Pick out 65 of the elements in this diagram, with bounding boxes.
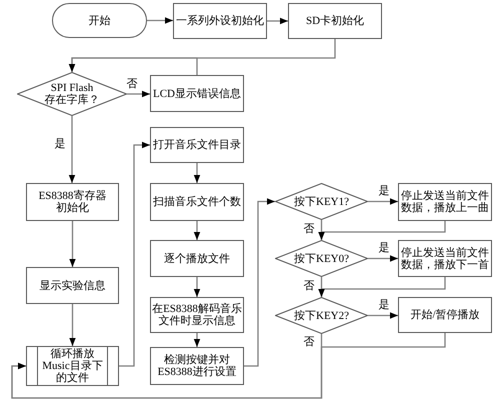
arrow bbox=[194, 277, 200, 297]
arrow bbox=[368, 198, 398, 205]
process-box bbox=[150, 297, 244, 333]
node-label: SD卡初始化 bbox=[306, 15, 364, 27]
edge-label: 否 bbox=[302, 223, 316, 235]
process-box bbox=[26, 183, 119, 221]
node-label: 扫描音乐文件个数 bbox=[153, 196, 241, 208]
decision-diamond bbox=[275, 297, 368, 334]
decision-diamond bbox=[275, 240, 368, 277]
subprocess-box bbox=[26, 346, 119, 386]
arrow bbox=[147, 17, 173, 24]
arrow bbox=[368, 255, 398, 262]
node-label: 检测按键并对ES8388进行设置 bbox=[156, 354, 238, 378]
decision-diamond bbox=[17, 72, 127, 116]
node-label: 一系列外设初始化 bbox=[176, 15, 264, 27]
start-terminal bbox=[52, 3, 147, 38]
edge-label: 否 bbox=[302, 280, 316, 292]
edge-label: 是 bbox=[54, 138, 66, 150]
node-label: 停止发送当前文件数据，播放上一曲 bbox=[400, 190, 490, 214]
arrow bbox=[68, 57, 198, 75]
arrow bbox=[119, 142, 150, 367]
process-box bbox=[150, 347, 244, 385]
edge-label: 是 bbox=[378, 299, 390, 311]
process-box bbox=[150, 183, 244, 221]
node-label: 显示实验信息 bbox=[40, 280, 106, 292]
process-box bbox=[150, 240, 244, 277]
arrow bbox=[11, 333, 446, 399]
process-box bbox=[150, 75, 244, 112]
process-box bbox=[398, 297, 492, 333]
edge-label: 是 bbox=[378, 242, 390, 254]
arrow bbox=[194, 333, 200, 347]
arrow bbox=[194, 221, 200, 240]
node-label: 循环播放Music目录下的文件 bbox=[41, 348, 104, 384]
arrow bbox=[318, 221, 446, 240]
node-label: 停止发送当前文件数据，播放下一首 bbox=[400, 246, 490, 270]
node-label: 在ES8388解码音乐文件时显示信息 bbox=[151, 303, 243, 327]
process-box bbox=[26, 267, 119, 304]
process-box bbox=[150, 127, 244, 163]
arrow bbox=[368, 312, 398, 319]
node-label: 按下KEY0? bbox=[294, 252, 349, 264]
node-label: 按下KEY2? bbox=[294, 310, 349, 322]
node-label: LCD显示错误信息 bbox=[153, 88, 241, 100]
process-box bbox=[398, 183, 492, 221]
node-label: ES8388寄存器初始化 bbox=[38, 190, 108, 214]
node-label: 开始 bbox=[88, 14, 110, 26]
arrow bbox=[244, 198, 275, 367]
edge-label: 否 bbox=[126, 78, 138, 90]
arrow bbox=[127, 90, 150, 98]
arrow bbox=[69, 221, 76, 267]
process-box bbox=[173, 3, 267, 39]
node-label: SPI Flash 存在字库？ bbox=[44, 82, 100, 106]
node-label: 逐个播放文件 bbox=[164, 252, 230, 264]
node-label: 打开音乐文件目录 bbox=[153, 139, 241, 151]
edge-label: 否 bbox=[302, 336, 316, 348]
decision-diamond bbox=[275, 183, 368, 220]
node-label: 开始/暂停播放 bbox=[410, 309, 480, 321]
arrow bbox=[267, 18, 288, 24]
arrow bbox=[194, 163, 200, 183]
arrow bbox=[318, 277, 446, 297]
node-label: 按下KEY1? bbox=[294, 196, 349, 208]
process-box bbox=[398, 240, 492, 277]
arrow bbox=[68, 116, 76, 183]
arrow bbox=[69, 304, 76, 346]
process-box bbox=[288, 3, 382, 39]
edge-label: 是 bbox=[378, 185, 390, 197]
